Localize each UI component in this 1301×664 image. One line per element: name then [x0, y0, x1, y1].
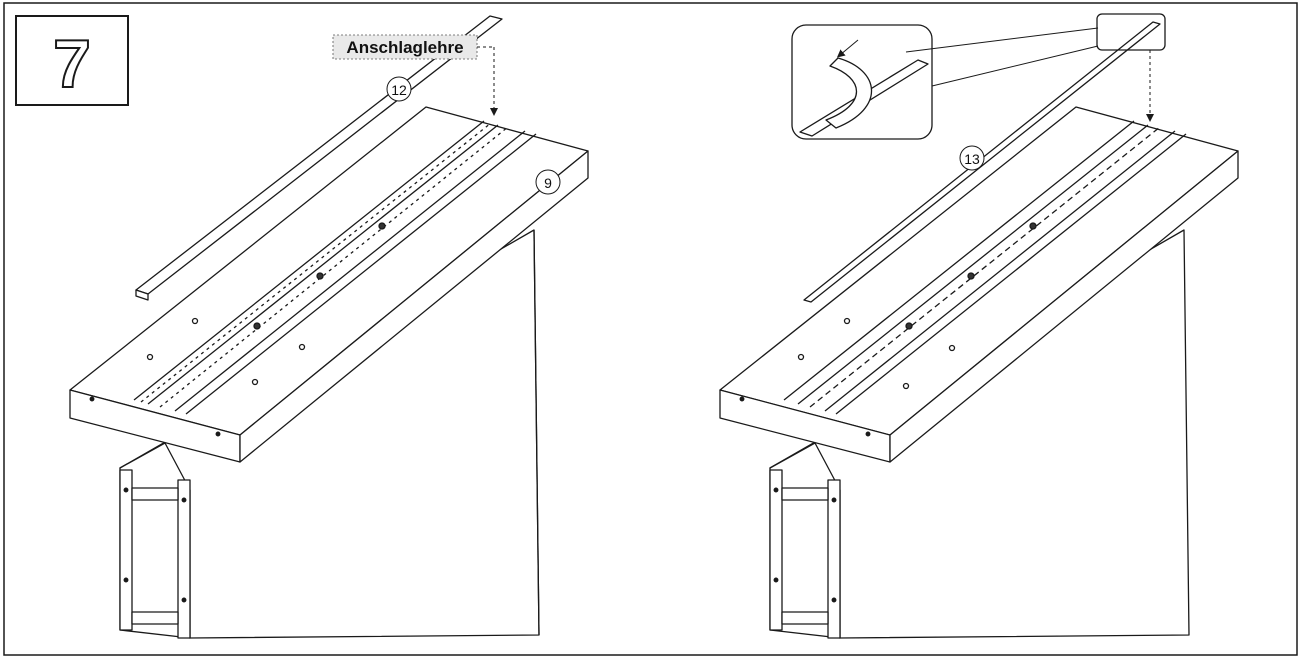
left-board	[69, 106, 589, 463]
right-panel	[719, 13, 1239, 639]
callout-part-12-text: 12	[391, 82, 407, 98]
callout-part-12: 12	[386, 76, 412, 102]
anschlaglehre-label: Anschlaglehre	[332, 34, 478, 60]
step-number: 7	[53, 26, 91, 102]
detail-target-box	[1096, 13, 1166, 51]
right-board	[719, 106, 1239, 463]
anschlaglehre-text: Anschlaglehre	[346, 38, 463, 57]
callout-part-9-text: 9	[544, 175, 552, 191]
callout-part-13: 13	[959, 145, 985, 171]
step-number-badge: 7	[15, 15, 129, 106]
callout-part-13-text: 13	[964, 151, 980, 167]
callout-part-9: 9	[535, 169, 561, 195]
page-frame	[3, 2, 1298, 656]
detail-inset	[791, 24, 933, 140]
right-support-box	[769, 229, 1190, 639]
left-panel	[69, 15, 589, 639]
left-support-box	[119, 229, 540, 639]
